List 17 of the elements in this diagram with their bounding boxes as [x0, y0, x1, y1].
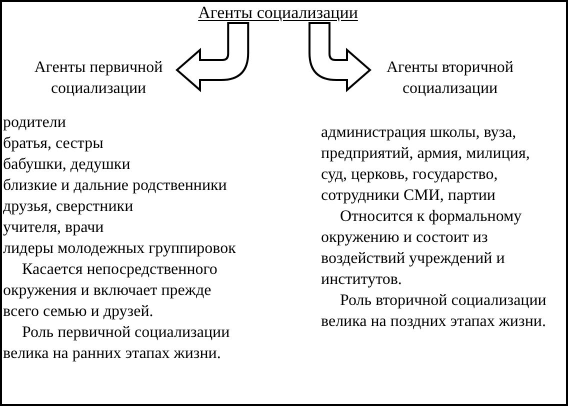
paragraph: Относится к формальному окружению и состоит из воздействий учреждений и институтов. — [321, 207, 523, 290]
list-item: друзья, сверстники — [3, 197, 134, 217]
list-item: учителя, врачи — [3, 218, 105, 238]
category-label: Агенты первичной социализации — [20, 57, 177, 99]
list-item: родители — [3, 113, 67, 133]
list-item: близкие и дальние родственники — [3, 176, 228, 196]
paragraph: администрация школы, вуза, предприятий, армия, милиция, суд, церковь, государство, сотрудники СМИ, партии — [321, 123, 531, 206]
paragraph: Роль вторичной социализации велика на поздних этапах жизни. — [321, 291, 548, 332]
block-arrow — [308, 22, 371, 91]
paragraph: Касается непосредственного окружения и включает прежде всего семью и друзей. — [3, 260, 218, 322]
paragraph: Роль первичной социализации велика на ранних этапах жизни. — [3, 323, 231, 364]
heading-text: Агенты социализации — [195, 2, 361, 23]
category-label: Агенты вторичной социализации — [370, 57, 530, 99]
list-item: лидеры молодежных группировок — [3, 239, 237, 259]
block-arrow — [176, 22, 250, 91]
list-item: бабушки, дедушки — [3, 155, 132, 175]
list-item: братья, сестры — [3, 134, 104, 154]
